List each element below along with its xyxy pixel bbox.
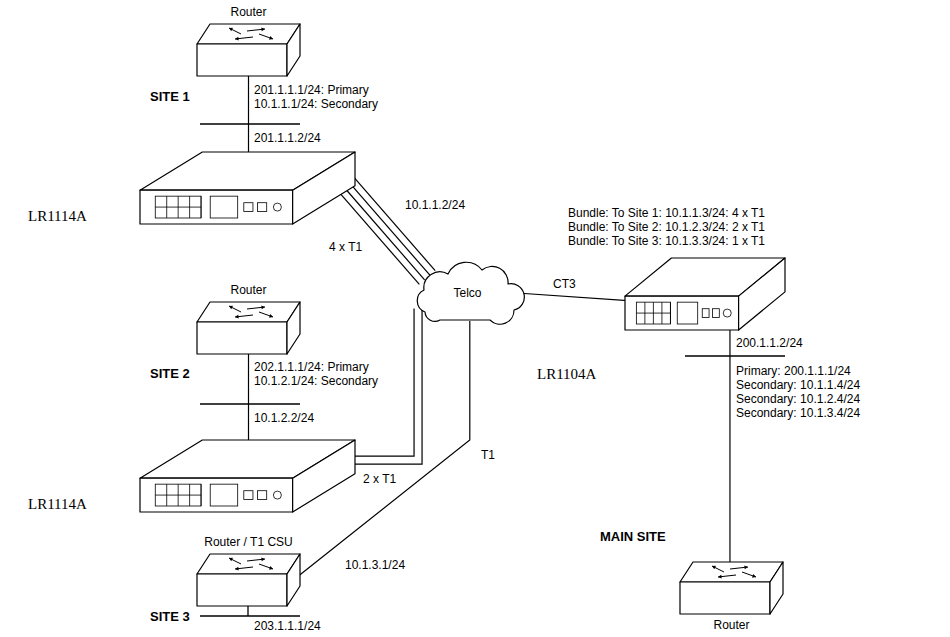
node-label: Router: [713, 618, 749, 632]
bundle-note: Bundle: To Site 3: 10.1.3.3/24: 1 x T1: [568, 234, 765, 248]
link-wire: [337, 179, 424, 279]
link-line: [517, 293, 635, 301]
node-label: LR1114A: [28, 496, 87, 513]
lan-bar: [200, 403, 300, 404]
link-wire: [248, 351, 249, 444]
node-label: Router / T1 CSU: [204, 535, 292, 549]
router-outline: [197, 300, 300, 355]
node-label: Router: [230, 5, 266, 19]
ip-address: Secondary: 10.1.2.4/24: [736, 392, 860, 406]
ip-address: Primary: 200.1.1.1/24: [736, 364, 851, 378]
router-icon: Router: [197, 300, 300, 355]
link-label: 2 x T1: [362, 472, 397, 486]
ip-address: 201.1.1.2/24: [254, 131, 321, 145]
router-outline: [197, 22, 300, 77]
device-outline: [140, 152, 355, 224]
router-icon: Router: [680, 560, 783, 615]
node-label: LR1114A: [28, 208, 87, 225]
node-label: Router: [230, 283, 266, 297]
link-wire: [348, 170, 435, 270]
link-label: CT3: [552, 277, 577, 291]
link-line: [729, 326, 730, 564]
ip-address: 10.1.2.2/24: [254, 411, 314, 425]
ip-address: 10.1.3.1/24: [345, 558, 405, 572]
ip-address: 202.1.1.1/24: Primary: [254, 360, 369, 374]
link-wire: [517, 293, 635, 301]
link-wire: [343, 175, 430, 275]
link-wire: [248, 73, 249, 156]
front-panel: [636, 302, 731, 324]
telco-cloud: Telco: [410, 262, 525, 324]
device-outline: [140, 440, 355, 512]
link-label: 4 x T1: [328, 240, 363, 254]
lan-bar: [685, 355, 785, 356]
router-arrows: [229, 557, 273, 570]
front-panel: [155, 484, 281, 506]
lan-bar: [200, 615, 300, 616]
ip-address: 203.1.1.1/24: [254, 619, 321, 633]
ip-address: 201.1.1.1/24: Primary: [254, 83, 369, 97]
router-arrows: [712, 565, 756, 578]
router-arrows: [229, 305, 273, 318]
router-outline: [680, 560, 783, 615]
ip-address: 10.1.1.2/24: [405, 198, 465, 212]
ip-address: Secondary: 10.1.1.4/24: [736, 378, 860, 392]
ip-address: 10.1.1.1/24: Secondary: [254, 97, 378, 111]
router-arrows: [229, 27, 273, 40]
ip-address: 200.1.1.2/24: [736, 336, 803, 350]
ip-address: 10.1.2.1/24: Secondary: [254, 374, 378, 388]
site-name: SITE 3: [150, 610, 190, 624]
link-line: [248, 351, 249, 444]
link-label: T1: [480, 448, 496, 462]
site-name: SITE 1: [150, 90, 190, 104]
link-line: [248, 73, 249, 156]
bundle-note: Bundle: To Site 2: 10.1.2.3/24: 2 x T1: [568, 220, 765, 234]
front-panel: [155, 196, 281, 218]
lr1114a-unit: LR1114A: [140, 440, 355, 512]
bundle-note: Bundle: To Site 1: 10.1.1.3/24: 4 x T1: [568, 206, 765, 220]
device-outline: [625, 258, 785, 330]
lr1114a-unit: LR1114A: [140, 152, 355, 224]
node-label: LR1104A: [537, 366, 596, 383]
ip-address: Secondary: 10.1.3.4/24: [736, 406, 860, 420]
router-outline: [197, 552, 300, 607]
site-name: SITE 2: [150, 367, 190, 381]
router-icon: Router: [197, 22, 300, 77]
lan-bar: [200, 123, 300, 124]
lr1104a-unit: LR1104A: [625, 258, 785, 330]
router-csu-icon: Router / T1 CSU: [197, 552, 300, 607]
site-name: MAIN SITE: [600, 530, 666, 544]
link-wire: [729, 326, 730, 564]
node-label: Telco: [453, 286, 481, 300]
